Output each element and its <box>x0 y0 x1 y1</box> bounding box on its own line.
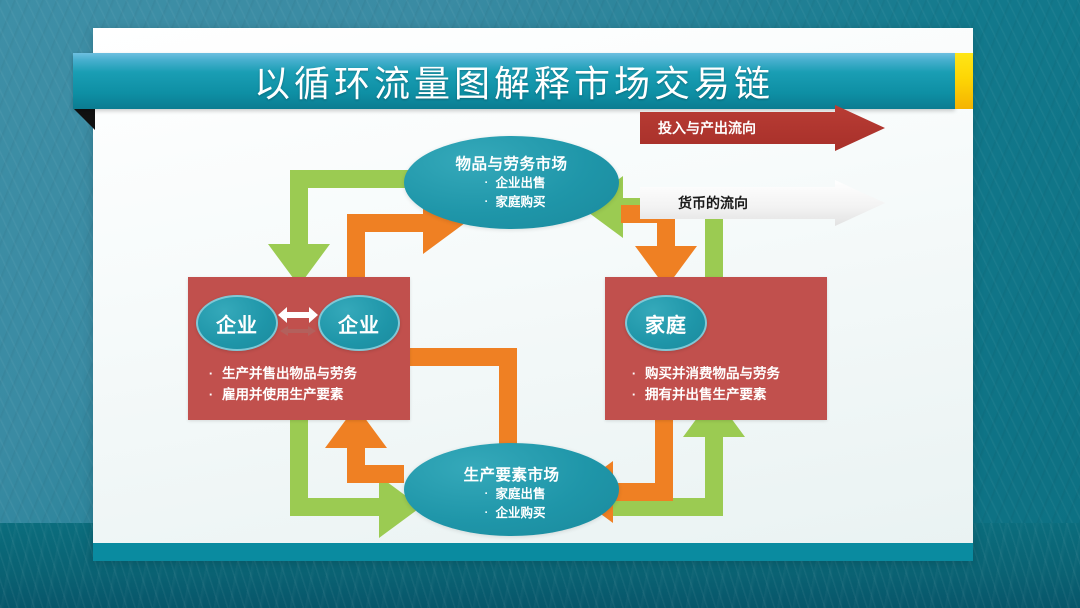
bullet-text: 购买并消费物品与劳务 <box>645 366 780 381</box>
bullet-glyph: · <box>631 366 637 381</box>
legend-label: 投入与产出流向 <box>658 120 756 136</box>
node-title: 生产要素市场 <box>463 467 560 484</box>
node-household[interactable]: 家庭 <box>625 295 707 351</box>
legend-label: 货币的流向 <box>678 195 748 211</box>
banner-accent-strip <box>955 53 973 109</box>
node-factor-market[interactable]: 生产要素市场 · 家庭出售 · 企业购买 <box>404 443 619 536</box>
node-household-box[interactable]: 家庭 · 购买并消费物品与劳务 · 拥有并出售生产要素 <box>605 277 827 420</box>
bullet-text: 雇用并使用生产要素 <box>222 387 344 402</box>
node-bullets: · 企业出售 · 家庭购买 <box>404 174 619 212</box>
bullet-glyph: · <box>208 387 214 402</box>
node-bullets: · 家庭出售 · 企业购买 <box>404 485 619 523</box>
bullet-glyph: · <box>484 177 489 189</box>
bullet-glyph: · <box>484 488 489 500</box>
bullet-glyph: · <box>631 387 637 402</box>
node-title: 物品与劳务市场 <box>455 156 568 173</box>
title-banner <box>73 53 955 109</box>
circular-flow-diagram: 物品与劳务市场 · 企业出售 · 家庭购买 生产要素市场 · 家庭出售 · 企业购买 企… <box>93 28 973 560</box>
legend-input-output-flow: 投入与产出流向 <box>640 105 885 151</box>
bullet-text: 家庭购买 <box>495 195 546 209</box>
bullet-text: 生产并售出物品与劳务 <box>222 366 357 381</box>
bullet-glyph: · <box>208 366 214 381</box>
bullet-glyph: · <box>484 196 489 208</box>
node-firm-left[interactable]: 企业 <box>196 295 278 351</box>
arrow-green-goods-to-firms <box>268 170 413 286</box>
arrow-green-factors-to-household <box>609 395 745 516</box>
bullet-glyph: · <box>484 507 489 519</box>
node-goods-and-services-market[interactable]: 物品与劳务市场 · 企业出售 · 家庭购买 <box>404 136 619 229</box>
exchange-arrow-icon <box>278 307 318 336</box>
card-footer-bar <box>93 543 973 561</box>
bullet-text: 企业购买 <box>495 506 546 520</box>
household-bullets: · 购买并消费物品与劳务 · 拥有并出售生产要素 <box>605 363 845 405</box>
legend-money-flow: 货币的流向 <box>640 180 885 226</box>
page-title: 以循环流量图解释市场交易链 <box>253 64 774 105</box>
arrow-green-firms-to-factors <box>290 420 421 538</box>
bullet-text: 家庭出售 <box>495 487 546 501</box>
node-firms-box[interactable]: 企业 企业 · 生产并售出物品与劳务 · 雇用并使用生产要素 <box>188 277 410 420</box>
arrow-orange-factors-to-firms <box>325 406 404 483</box>
node-firm-right[interactable]: 企业 <box>318 295 400 351</box>
bullet-text: 企业出售 <box>495 176 546 190</box>
arrow-orange-goods-to-household <box>621 205 697 288</box>
bullet-text: 拥有并出售生产要素 <box>645 387 767 402</box>
firms-bullets: · 生产并售出物品与劳务 · 雇用并使用生产要素 <box>188 363 422 405</box>
